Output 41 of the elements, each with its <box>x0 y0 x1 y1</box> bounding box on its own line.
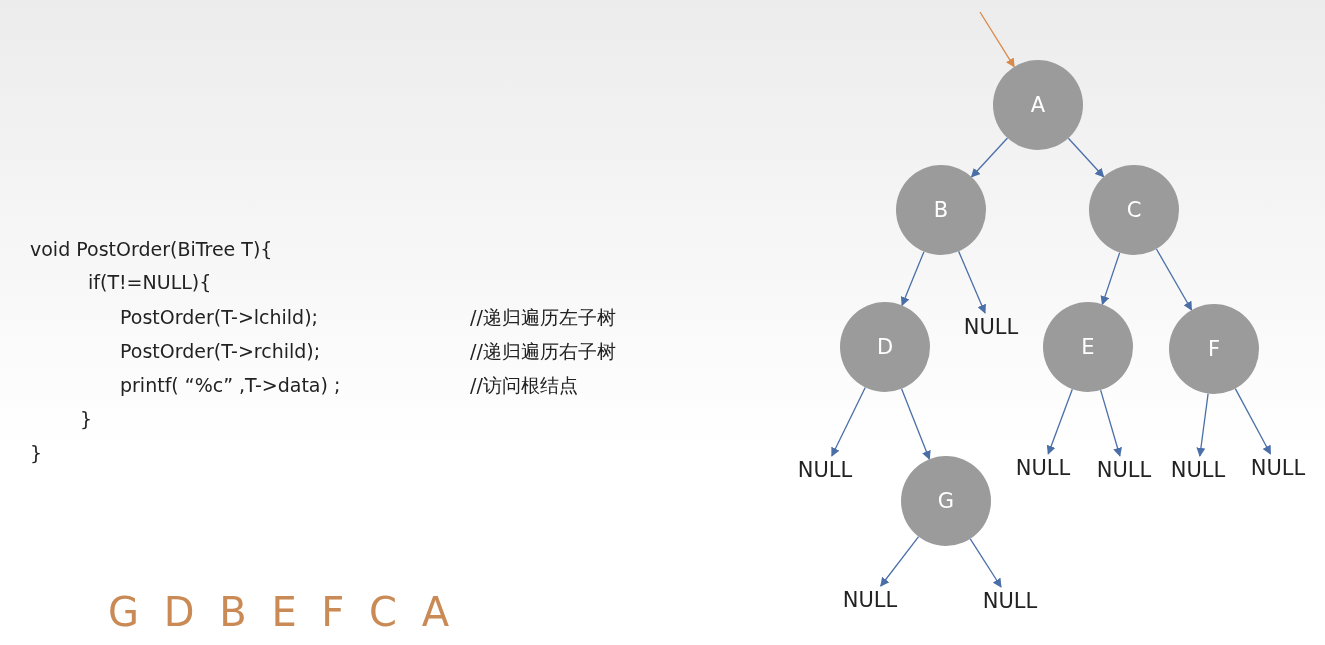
arrow <box>900 388 931 460</box>
code-line: } <box>30 444 43 463</box>
null-label: NULL <box>977 589 1043 613</box>
null-label: NULL <box>1165 458 1231 482</box>
arrow <box>880 536 920 587</box>
null-label: NULL <box>958 315 1024 339</box>
arrow <box>1046 388 1073 455</box>
code-line: void PostOrder(BiTree T){ <box>30 240 273 259</box>
tree-node-circle: A <box>993 60 1083 150</box>
arrow <box>1234 388 1272 455</box>
arrow <box>1155 248 1193 311</box>
arrow <box>970 137 1009 178</box>
code-comment: //访问根结点 <box>470 376 578 395</box>
arrow <box>958 250 986 314</box>
tree-node-circle: F <box>1169 304 1259 394</box>
null-label: NULL <box>837 588 903 612</box>
tree-node-circle: B <box>896 165 986 255</box>
arrow <box>1100 252 1121 306</box>
tree-node-circle: D <box>840 302 930 392</box>
code-line: if(T!=NULL){ <box>88 273 212 292</box>
arrow <box>969 538 1002 588</box>
arrow <box>831 386 866 457</box>
null-label: NULL <box>1091 458 1157 482</box>
null-label: NULL <box>1010 456 1076 480</box>
code-line: printf( “%c” ,T->data) ; <box>120 376 341 395</box>
null-label: NULL <box>792 458 858 482</box>
tree-node-circle: G <box>901 456 991 546</box>
code-comment: //递归遍历右子树 <box>470 342 616 361</box>
traversal-result: G D B E F C A <box>108 592 450 632</box>
code-line: } <box>80 410 93 429</box>
code-line: PostOrder(T->rchild); <box>120 342 321 361</box>
arrow <box>979 11 1015 68</box>
arrow <box>900 251 925 307</box>
code-line: PostOrder(T->lchild); <box>120 308 318 327</box>
arrow <box>1196 392 1209 457</box>
null-label: NULL <box>1245 456 1311 480</box>
tree-node-circle: C <box>1089 165 1179 255</box>
code-comment: //递归遍历左子树 <box>470 308 616 327</box>
arrow <box>1100 389 1122 457</box>
arrow <box>1067 137 1105 178</box>
tree-node-circle: E <box>1043 302 1133 392</box>
